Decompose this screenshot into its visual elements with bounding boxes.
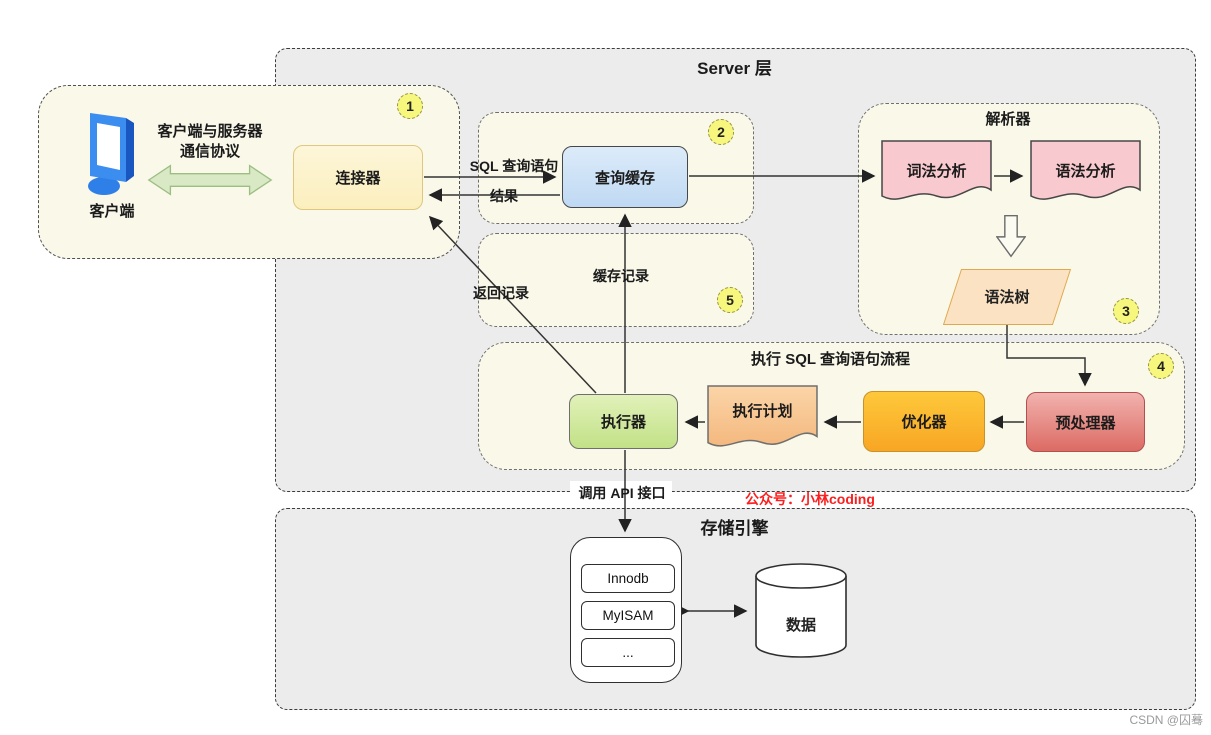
optimizer-box: 优化器 — [863, 391, 985, 452]
syntax-analysis-doc: 语法分析 — [1030, 140, 1141, 208]
parser-title: 解析器 — [985, 111, 1031, 128]
csdn-watermark: CSDN @囚蓦 — [1129, 713, 1203, 727]
protocol-label-line1: 客户端与服务器 — [157, 123, 263, 140]
server-layer-title: Server 层 — [697, 59, 772, 78]
result-edge-label: 结果 — [490, 188, 518, 204]
syntax-tree-parallelogram: 语法树 — [942, 269, 1072, 325]
engine-other: ... — [581, 638, 675, 667]
badge-5: 5 — [717, 287, 743, 313]
api-label-mask — [570, 481, 672, 501]
badge-4: 4 — [1148, 353, 1174, 379]
client-label: 客户端 — [89, 203, 135, 220]
storage-engine-title: 存储引擎 — [700, 519, 769, 538]
data-cylinder: 数据 — [753, 562, 849, 660]
data-cylinder-label: 数据 — [785, 617, 816, 634]
executor-box: 执行器 — [569, 394, 678, 449]
bidirectional-protocol-arrow-icon — [142, 162, 278, 198]
sql-query-edge-label: SQL 查询语句 — [469, 158, 559, 174]
badge-3: 3 — [1113, 298, 1139, 324]
engine-container: Innodb MyISAM ... — [570, 537, 682, 683]
api-call-edge-label: 调用 API 接口 — [578, 485, 666, 501]
preprocessor-box: 预处理器 — [1026, 392, 1145, 452]
cache-record-edge-label: 缓存记录 — [593, 268, 649, 284]
lexical-analysis-doc: 词法分析 — [881, 140, 992, 208]
protocol-label-line2: 通信协议 — [179, 143, 240, 160]
badge-2: 2 — [708, 119, 734, 145]
badge-1: 1 — [397, 93, 423, 119]
client-computer-icon — [80, 110, 140, 198]
down-arrow-icon — [995, 212, 1027, 260]
return-record-edge-label: 返回记录 — [473, 285, 529, 301]
engine-myisam: MyISAM — [581, 601, 675, 630]
wechat-watermark: 公众号：小林coding — [745, 491, 875, 507]
engine-innodb: Innodb — [581, 564, 675, 593]
connector-box: 连接器 — [293, 145, 423, 210]
execution-plan-doc: 执行计划 — [707, 385, 818, 455]
execute-flow-title: 执行 SQL 查询语句流程 — [751, 351, 910, 368]
cache-record-panel — [478, 233, 754, 327]
query-cache-box: 查询缓存 — [562, 146, 688, 208]
